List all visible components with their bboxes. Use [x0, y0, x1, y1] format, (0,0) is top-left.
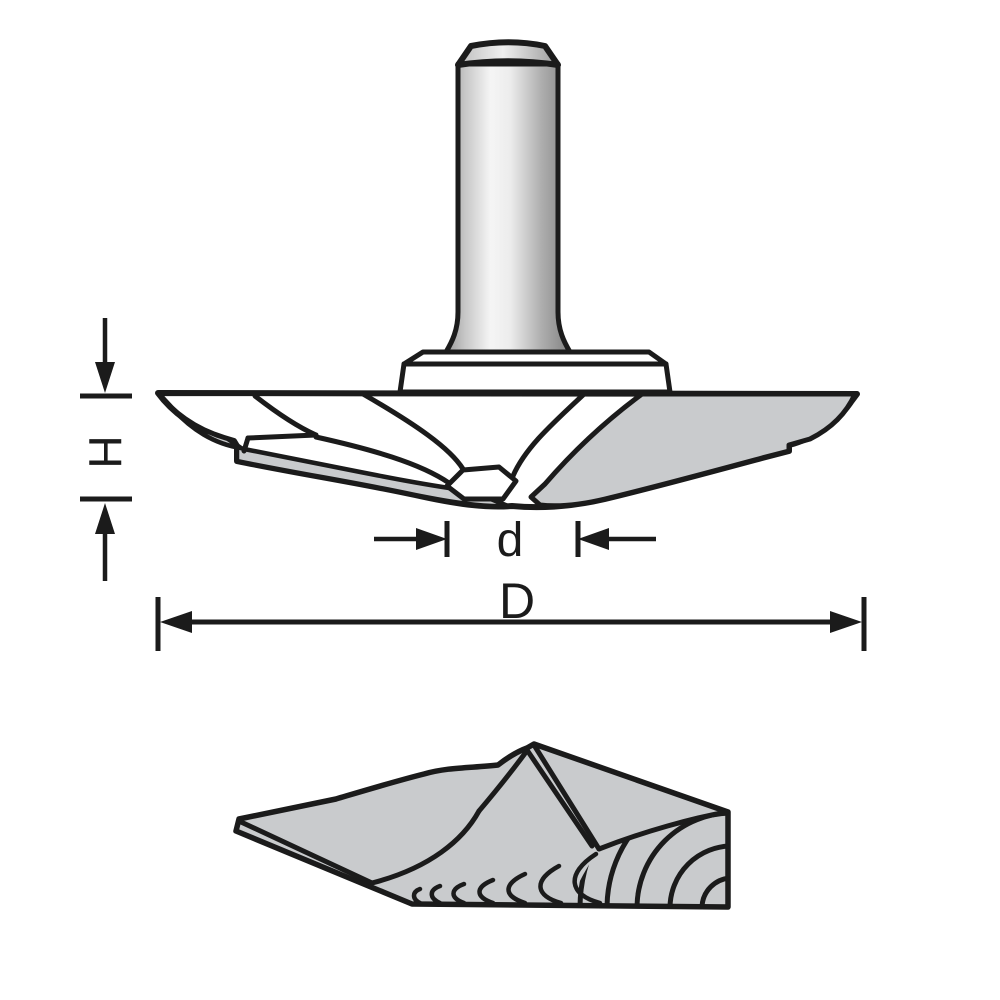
cutter-body — [155, 390, 860, 511]
arrow-left-icon — [578, 528, 609, 550]
dimension-d: d — [374, 514, 656, 567]
hub — [397, 349, 673, 395]
arrow-right-icon — [416, 528, 447, 550]
dimension-D: D — [155, 573, 867, 651]
wood-profile-sample — [233, 741, 731, 910]
label-inner-diameter: d — [497, 514, 524, 567]
wood-silhouette — [233, 741, 731, 910]
cutter-edge-land-bottom — [234, 444, 511, 509]
dimension-H: H — [79, 318, 132, 581]
label-height: H — [79, 435, 131, 468]
grain-hooks — [411, 851, 603, 906]
label-outer-diameter: D — [499, 573, 535, 629]
wood-profile-lines — [238, 742, 730, 886]
shank-body — [443, 61, 573, 355]
cutter-inner-lines — [241, 391, 586, 486]
shank — [443, 39, 573, 355]
arrow-down-icon — [95, 362, 115, 393]
cutter-rear-wing — [528, 391, 858, 509]
arrow-double-left-icon — [160, 611, 192, 633]
hub-body — [397, 361, 673, 395]
shank-cap — [455, 39, 561, 68]
cutter-tip-facet — [444, 464, 519, 502]
cutter-edge-land-left — [156, 391, 244, 451]
arrow-double-right-icon — [830, 611, 862, 633]
arrow-up-icon — [95, 503, 115, 534]
